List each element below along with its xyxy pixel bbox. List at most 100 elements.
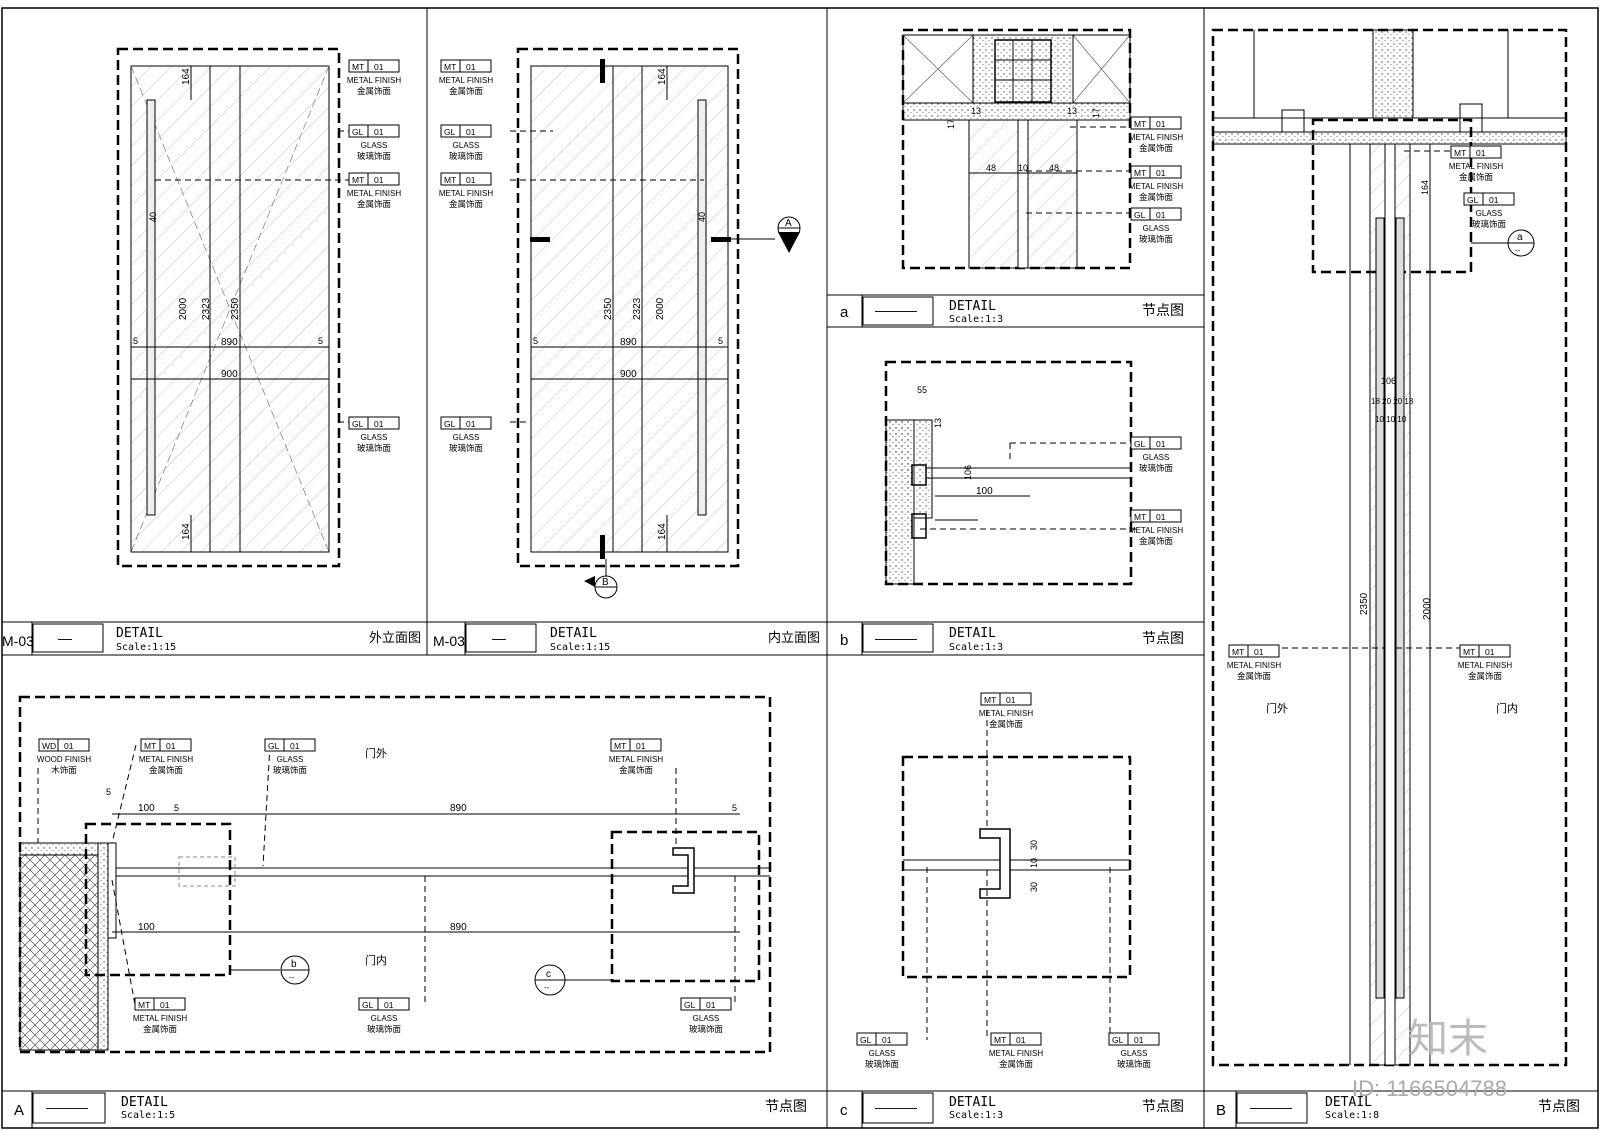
tag-code: MT: [614, 741, 626, 751]
title-block-detail-a: a ——— DETAIL Scale:1:3 节点图: [827, 294, 1204, 327]
title-word: DETAIL: [949, 626, 996, 641]
detail-B-section: 164 106 18 20 20 18 10 10 10 2350 2000 门…: [1211, 28, 1568, 1067]
dim-17: 17: [946, 119, 956, 129]
dim-890: 890: [450, 922, 467, 933]
dim-164-top: 164: [181, 68, 192, 85]
dim-900: 900: [620, 369, 637, 380]
tag-code: GL: [1112, 1035, 1124, 1045]
dim-5: 5: [133, 336, 138, 346]
label-outside: 门外: [1266, 701, 1288, 715]
callout-a: a: [1517, 232, 1523, 243]
title-id: A: [14, 1102, 24, 1119]
tag-material-cn: 玻璃饰面: [357, 151, 392, 161]
tag-code: GL: [444, 419, 456, 429]
tag-material-en: METAL FINISH: [139, 755, 193, 764]
tag-material-en: GLASS: [1143, 453, 1170, 462]
tag-material-en: METAL FINISH: [347, 76, 401, 85]
dim-164: 164: [1420, 180, 1430, 195]
tag-code: MT: [984, 695, 996, 705]
tag-material-en: GLASS: [277, 755, 304, 764]
tag-number: 01: [1134, 1035, 1144, 1045]
tag-material-cn: 金属饰面: [149, 765, 184, 775]
tag-number: 01: [374, 419, 384, 429]
label-inside: 门内: [365, 953, 387, 967]
tag-material-cn: 金属饰面: [449, 199, 484, 209]
tag-code: MT: [1134, 512, 1146, 522]
label-outside: 门外: [365, 746, 387, 760]
tag-code: MT: [1454, 148, 1466, 158]
title-id: B: [1216, 1102, 1226, 1119]
tag-material-en: METAL FINISH: [989, 1049, 1043, 1058]
tag-number: 01: [1254, 647, 1264, 657]
tag-code: GL: [362, 1000, 374, 1010]
title-block-detail-A: A ——— DETAIL Scale:1:5 节点图: [2, 1090, 827, 1128]
tag-number: 01: [466, 127, 476, 137]
tag-material-cn: 金属饰面: [143, 1024, 178, 1034]
title-cn: 节点图: [1142, 630, 1184, 646]
tag-material-en: METAL FINISH: [1449, 162, 1503, 171]
dim-5: 5: [718, 336, 723, 346]
tag-material-en: GLASS: [869, 1049, 896, 1058]
dim-5: 5: [533, 336, 538, 346]
tag-number: 01: [466, 175, 476, 185]
title-cn: 节点图: [1538, 1098, 1580, 1114]
tag-material-en: GLASS: [453, 141, 480, 150]
tag-material-en: METAL FINISH: [1129, 182, 1183, 191]
tag-material-cn: 金属饰面: [357, 199, 392, 209]
title-cn: 内立面图: [768, 630, 820, 645]
dim-17: 17: [1091, 108, 1101, 118]
interior-elevation: 164 164 2350 2323 2000 890 900 40 5 5 A …: [510, 47, 801, 599]
dim-13: 13: [1067, 106, 1077, 116]
title-id: b: [840, 632, 848, 649]
tag-material-en: GLASS: [1476, 209, 1503, 218]
callout-B: B: [602, 577, 609, 588]
detail-c: 30 10 30: [901, 710, 1132, 1040]
tag-code: MT: [352, 62, 364, 72]
tag-material-cn: 金属饰面: [1139, 536, 1174, 546]
dim-48: 48: [1049, 163, 1059, 173]
title-name: ———: [46, 1099, 88, 1115]
title-name: —: [492, 630, 506, 646]
watermark-brand: 知末: [1408, 1017, 1488, 1061]
dim-2350: 2350: [230, 297, 241, 320]
tag-material-cn: 玻璃饰面: [1472, 219, 1507, 229]
tag-material-cn: 玻璃饰面: [689, 1024, 724, 1034]
tag-material-en: GLASS: [1143, 224, 1170, 233]
tag-material-en: GLASS: [453, 433, 480, 442]
tag-code: MT: [444, 175, 456, 185]
callout-sub: --: [544, 983, 550, 992]
detail-A-plan: 100 100 890 890 5 5 5 门外 门内 b -- c --: [18, 695, 772, 1054]
tag-number: 01: [1156, 168, 1166, 178]
callout-sub: --: [289, 973, 295, 982]
tag-code: GL: [444, 127, 456, 137]
dim-890: 890: [450, 803, 467, 814]
dim-18-20: 18 20 20 18: [1371, 397, 1414, 406]
title-cn: 节点图: [1142, 302, 1184, 318]
tag-material-cn: 玻璃饰面: [1139, 234, 1174, 244]
dim-10-10-10: 10 10 10: [1375, 415, 1407, 424]
title-id: c: [840, 1102, 848, 1119]
tag-material-en: METAL FINISH: [439, 76, 493, 85]
title-block-detail-B: B ——— DETAIL Scale:1:8 节点图: [1204, 1090, 1598, 1128]
tag-code: MT: [1463, 647, 1475, 657]
dim-40: 40: [148, 212, 158, 222]
tag-number: 01: [466, 62, 476, 72]
dim-100: 100: [976, 486, 993, 497]
dim-40: 40: [697, 212, 707, 222]
tag-material-cn: 玻璃饰面: [865, 1059, 900, 1069]
tag-number: 01: [374, 175, 384, 185]
